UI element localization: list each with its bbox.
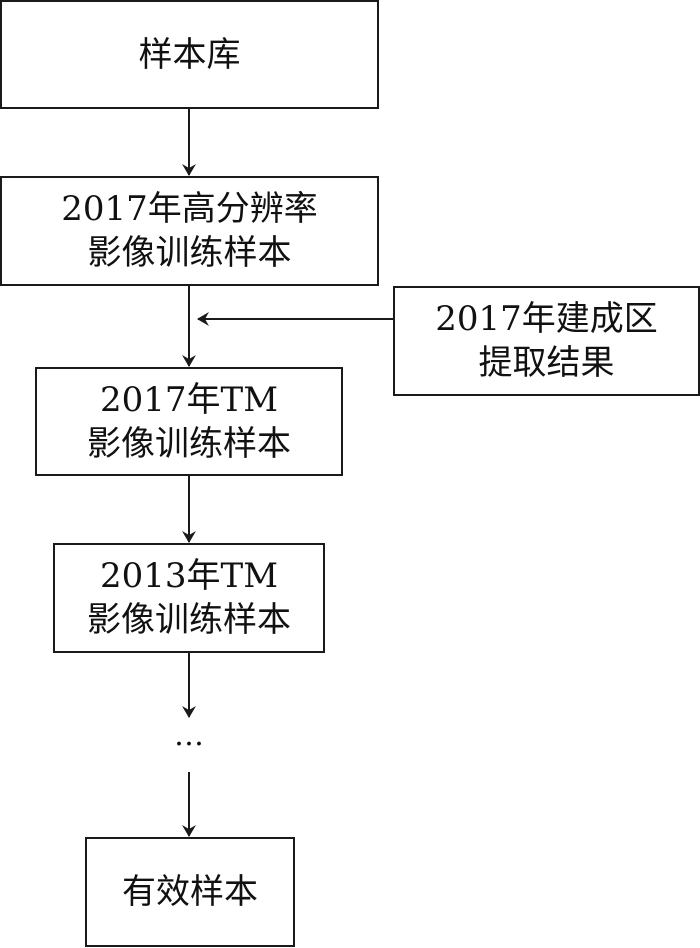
node-sample-library: 样本库 [0,0,379,109]
node-hr-2017-training-samples: 2017年高分辨率 影像训练样本 [0,176,379,286]
node-label: 2013年TM [99,556,279,596]
node-label: 影像训练样本 [87,423,291,464]
node-label: 2017年TM [99,379,279,420]
node-label: 2017年建成区 [435,299,658,339]
node-label: 2017年高分辨率 [61,189,318,229]
node-label: 影像训练样本 [87,600,291,640]
node-label: 样本库 [138,34,241,75]
node-tm-2013-training-samples: 2013年TM 影像训练样本 [53,543,325,653]
node-label: 有效样本 [122,872,258,912]
node-tm-2017-training-samples: 2017年TM 影像训练样本 [35,367,343,476]
node-valid-samples: 有效样本 [85,837,295,947]
node-builtup-2017-result: 2017年建成区 提取结果 [393,286,700,396]
ellipsis: … [174,718,206,753]
node-label: 影像训练样本 [87,233,292,273]
node-label: 提取结果 [478,343,615,383]
